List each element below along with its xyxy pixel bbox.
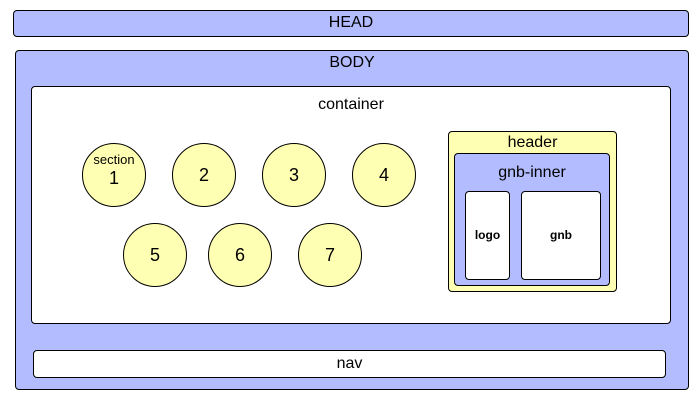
section-number: 4 [378,165,389,185]
section-circle-6: 6 [208,223,272,287]
header-label: header [507,134,558,151]
section-circle-7: 7 [298,223,362,287]
container-label: container [318,96,384,113]
section-number: 2 [198,165,209,185]
section-number: 3 [288,165,299,185]
gnb-label: gnb [550,228,572,242]
section-caption: section [93,152,135,167]
section-number: 7 [324,245,335,265]
head-label: HEAD [328,14,374,31]
gnb-inner-box: gnb-inner logo gnb [454,153,610,286]
section-circle-3: 3 [262,143,326,207]
gnb-box: gnb [521,191,601,280]
nav-box: nav [33,350,666,378]
head-box: HEAD [13,10,689,37]
body-box: BODY container section 1 2 3 4 5 6 [15,50,689,390]
section-circle-1: section 1 [82,143,146,207]
logo-label: logo [474,228,501,242]
section-number: 6 [234,245,245,265]
section-number: 5 [149,245,160,265]
section-circle-4: 4 [352,143,416,207]
section-number: 1 [108,168,119,188]
body-label: BODY [329,54,375,71]
nav-label: nav [336,355,363,372]
section-circle-5: 5 [123,223,187,287]
logo-box: logo [465,191,510,280]
header-box: header gnb-inner logo gnb [448,131,617,292]
section-circle-2: 2 [172,143,236,207]
container-box: container section 1 2 3 4 5 6 7 [31,86,671,324]
gnb-inner-label: gnb-inner [498,164,566,181]
